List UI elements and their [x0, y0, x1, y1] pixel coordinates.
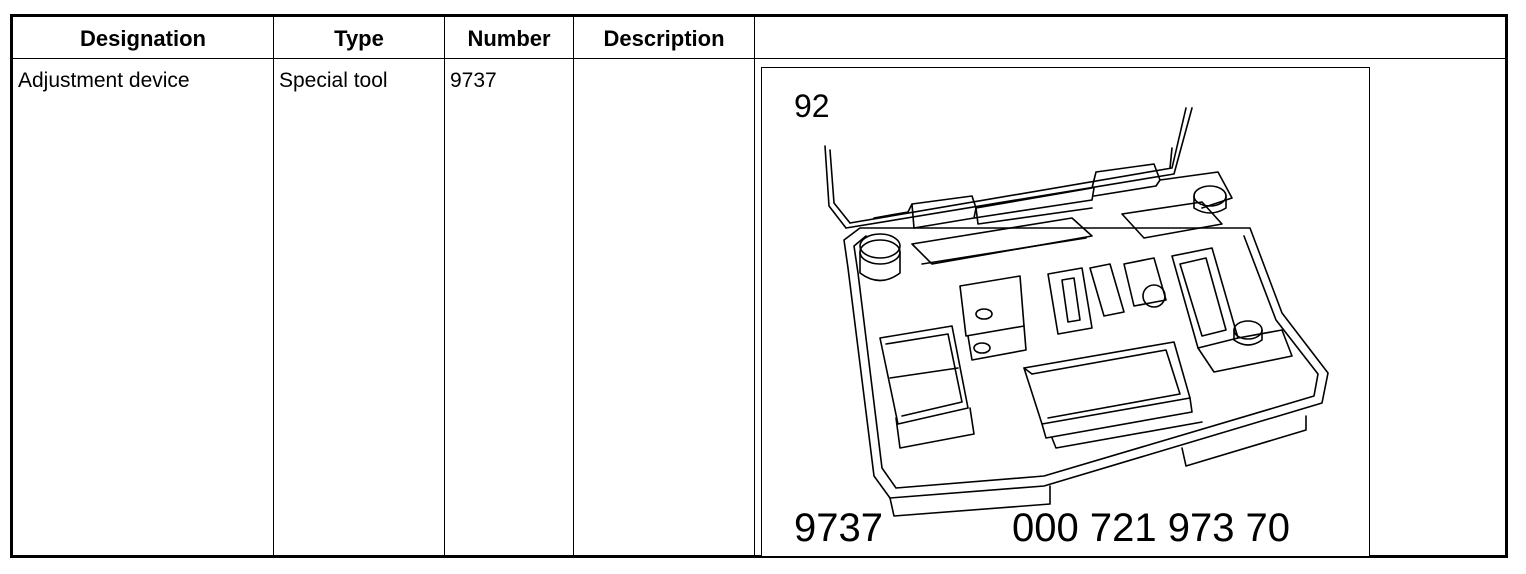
header-type: Type	[334, 25, 384, 51]
header-description: Description	[603, 25, 725, 51]
column-divider	[573, 17, 574, 555]
tool-table: Designation Type Number Description Adju…	[10, 14, 1508, 558]
column-divider	[444, 17, 445, 555]
header-designation: Designation	[80, 25, 206, 51]
cell-number: 9737	[450, 69, 497, 92]
column-divider	[273, 17, 274, 555]
cell-type: Special tool	[279, 69, 388, 92]
header-number: Number	[467, 25, 551, 51]
part-number-label: 000 721 973 70	[1012, 506, 1291, 550]
tool-case-icon	[824, 107, 1329, 517]
figure-reference: 92	[794, 88, 830, 124]
column-divider	[754, 17, 755, 555]
header-image	[755, 17, 1505, 60]
header-divider	[13, 58, 1505, 59]
cell-designation: Adjustment device	[18, 69, 190, 92]
tool-illustration: 92	[761, 67, 1370, 557]
tool-number-label: 9737	[794, 506, 883, 550]
